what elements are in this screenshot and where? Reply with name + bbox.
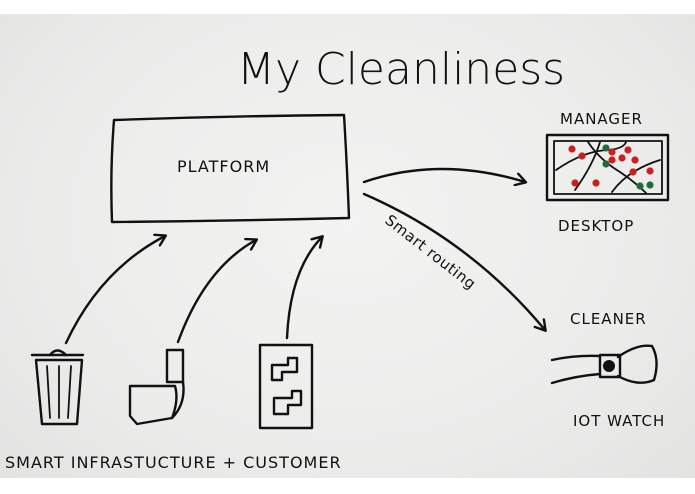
bottom-caption: SMART INFRASTUCTURE + CUSTOMER — [5, 453, 342, 472]
map-dot — [602, 144, 610, 152]
iot-watch-label: IOT WATCH — [573, 412, 665, 430]
soap-dispenser-icon — [258, 343, 314, 430]
arrow-platform-to-cleaner — [362, 192, 545, 330]
cleaner-label: CLEANER — [570, 310, 647, 328]
diagram-title: My Cleanliness — [237, 44, 565, 95]
map-dot — [631, 156, 639, 164]
map-dot — [636, 182, 644, 190]
map-dot — [608, 156, 616, 164]
top-border — [0, 0, 695, 14]
iot-watch-icon — [550, 344, 658, 385]
map-dot — [578, 152, 586, 160]
manager-label: MANAGER — [560, 110, 643, 128]
arrow-dispenser-to-platform — [285, 237, 322, 340]
map-dot — [618, 154, 626, 162]
toilet-icon — [128, 348, 185, 426]
arrow-trash-to-platform — [64, 236, 165, 345]
trash-bin-icon — [30, 349, 85, 426]
desktop-label: DESKTOP — [558, 217, 634, 235]
map-dot — [608, 148, 616, 156]
platform-label: PLATFORM — [177, 157, 270, 176]
map-dot — [571, 179, 579, 187]
map-dot — [646, 181, 654, 189]
map-dot — [602, 160, 610, 168]
map-dot — [646, 167, 654, 175]
map-dot — [568, 145, 576, 153]
platform-box — [110, 113, 351, 224]
map-dot — [592, 179, 600, 187]
map-dot — [624, 146, 632, 154]
arrow-toilet-to-platform — [176, 240, 256, 344]
arrow-platform-to-manager — [362, 167, 525, 182]
map-dot — [629, 168, 637, 176]
bottom-border — [0, 478, 695, 494]
